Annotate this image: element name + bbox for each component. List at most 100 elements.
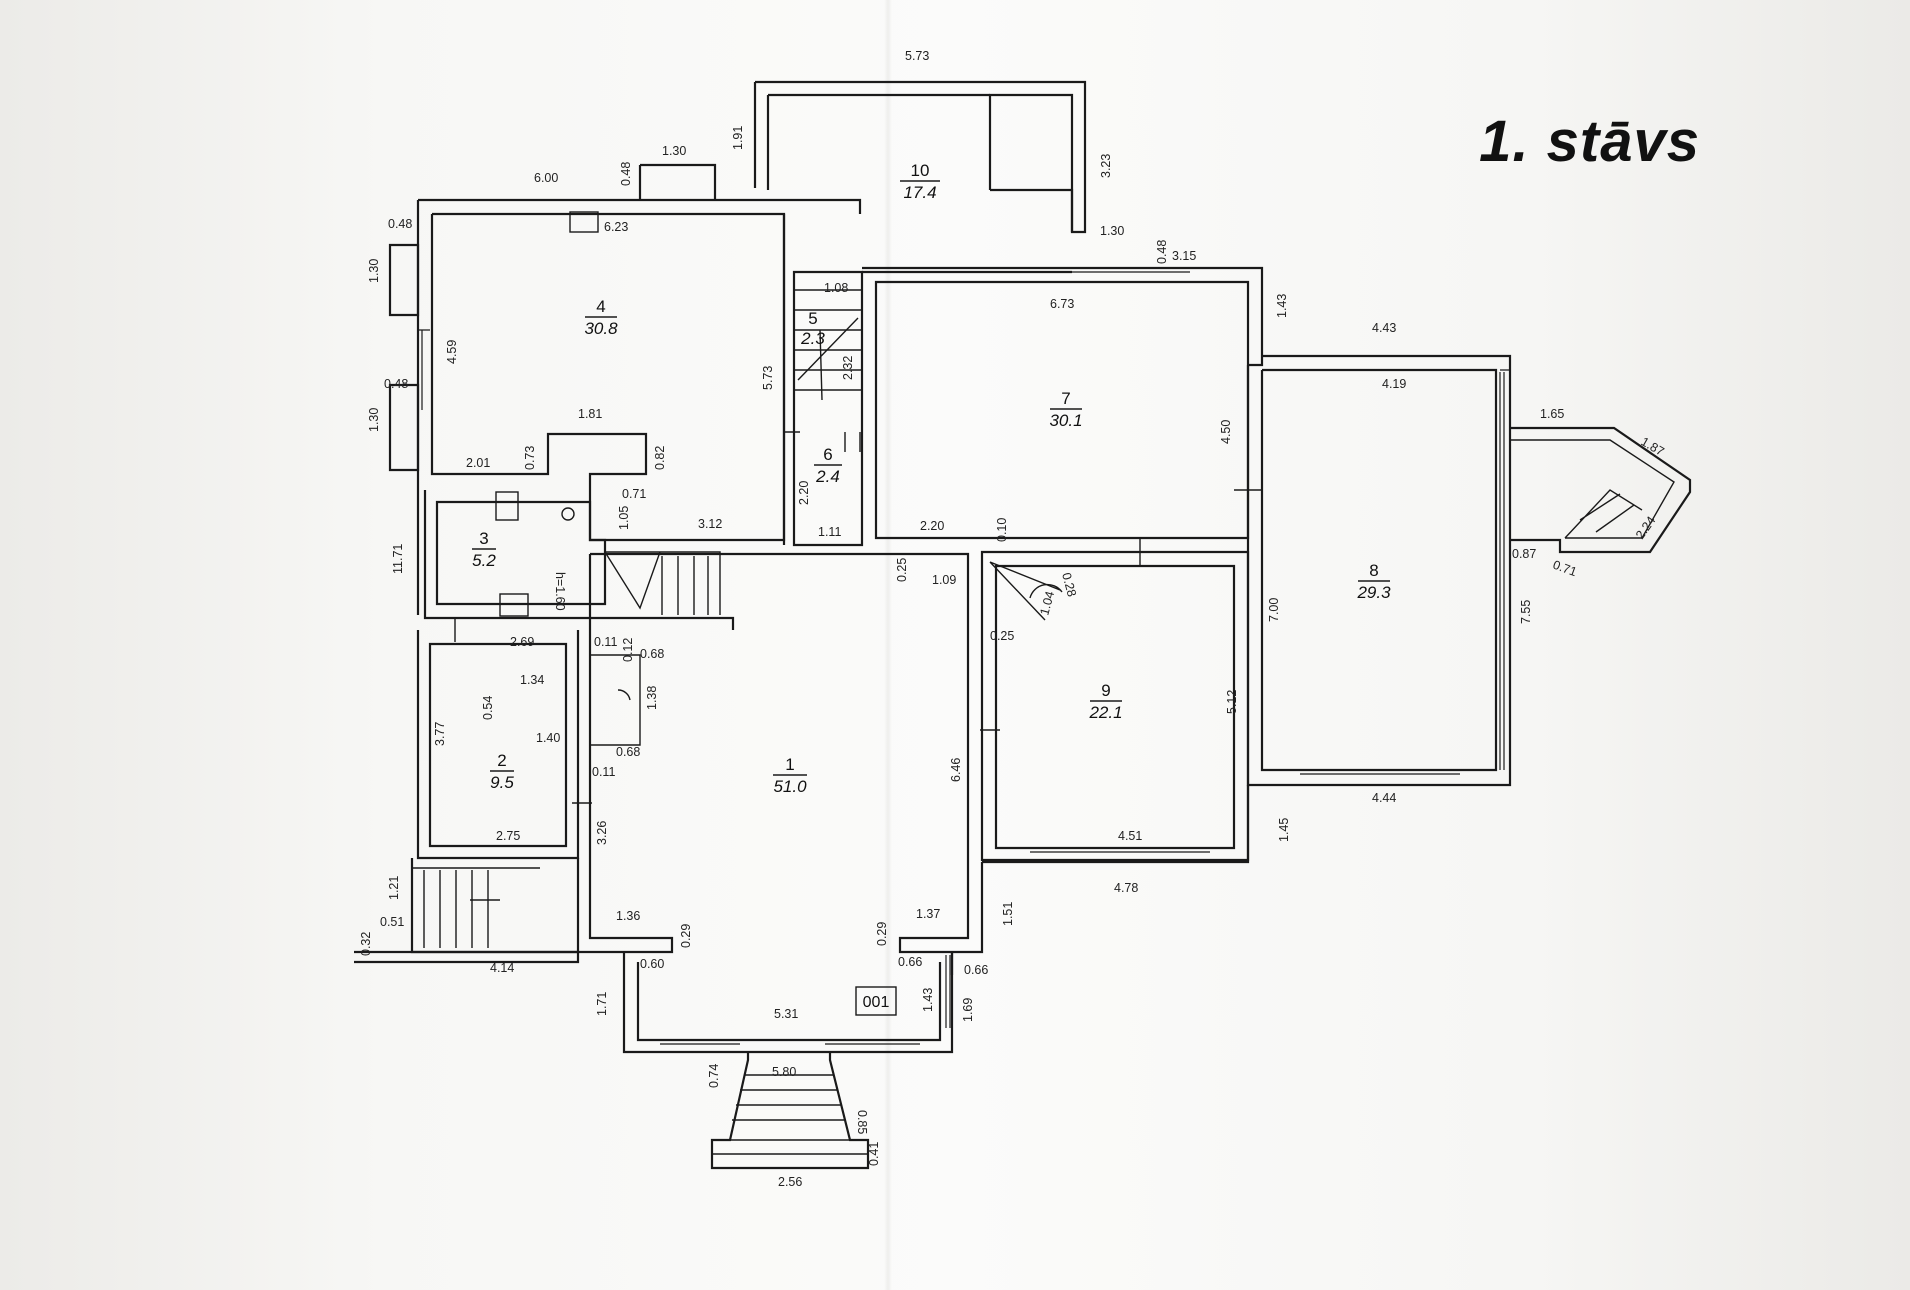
dimension-label: 2.75 [496,829,520,843]
dimension-label: 0.29 [875,922,889,946]
dimension-label: 7.00 [1267,598,1281,622]
dimension-label: 0.71 [1551,558,1579,579]
svg-text:4: 4 [596,297,605,316]
dimension-label: 5.31 [774,1007,798,1021]
dimension-label: 1.71 [595,992,609,1016]
svg-text:17.4: 17.4 [903,183,936,202]
dimension-label: 1.69 [961,998,975,1022]
room-1-label: 1 51.0 [773,755,807,796]
closet [590,654,641,746]
dimension-label: 1.81 [578,407,602,421]
dimension-label: 0.85 [855,1110,869,1134]
room-8-label: 8 29.3 [1356,561,1391,602]
dimension-label: 0.54 [481,696,495,720]
dimension-label: 1.36 [616,909,640,923]
dimension-label: 0.29 [679,924,693,948]
svg-text:5: 5 [808,309,817,328]
door-swing [989,561,1063,621]
dimension-label: 4.59 [445,340,459,364]
dimension-label: 1.30 [662,144,686,158]
dimension-label: 0.11 [592,765,615,779]
dimension-label: 0.68 [640,647,664,661]
dimension-label: 1.09 [932,573,956,587]
room-3-label: 3 5.2 [472,529,496,570]
lower-stair-walls [410,858,580,954]
room-10-label: 10 17.4 [900,161,940,202]
svg-text:30.1: 30.1 [1049,411,1082,430]
dimension-label: 0.48 [619,162,633,186]
room-7-label: 7 30.1 [1049,389,1082,430]
svg-text:2: 2 [497,751,506,770]
dimension-label: 5.73 [761,366,775,390]
dimension-label: 0.82 [653,446,667,470]
entrance-steps [710,1052,870,1170]
dimension-label: 11.71 [391,544,405,574]
dimension-label: 5.80 [772,1065,796,1079]
dimension-label: 3.23 [1099,154,1113,178]
svg-text:1: 1 [785,755,794,774]
dimension-label: 7.55 [1519,600,1533,624]
svg-text:2.4: 2.4 [815,467,840,486]
dimension-label: 2.24 [1633,514,1658,542]
stove-icon [569,211,599,233]
dimension-label: 6.23 [604,220,628,234]
plan-tag: 001 [855,986,897,1016]
dimension-label: 1.65 [1540,407,1564,421]
dimension-label: 0.48 [1155,240,1169,264]
dimension-label: 0.60 [640,957,664,971]
dimension-label: 3.15 [1172,249,1196,263]
svg-text:8: 8 [1369,561,1378,580]
svg-text:22.1: 22.1 [1088,703,1122,722]
dimension-label: 0.66 [964,963,988,977]
svg-text:3: 3 [479,529,488,548]
dimension-label: 1.30 [1100,224,1124,238]
dimension-label: 1.08 [824,281,848,295]
dimension-label: 0.68 [616,745,640,759]
room-10-walls [753,80,1087,234]
svg-text:10: 10 [911,161,930,180]
dimension-label: 1.43 [921,988,935,1012]
dimension-label: 6.73 [1050,297,1074,311]
dimension-label: 1.04 [1037,590,1057,617]
dimension-label: 3.77 [433,722,447,746]
dimension-label: 0.32 [359,932,373,956]
dimension-label: 0.73 [523,446,537,470]
svg-text:9.5: 9.5 [490,773,514,792]
dimension-label: 2.56 [778,1175,802,1189]
sink-icon [561,507,575,521]
room-8-walls [1246,354,1512,787]
svg-text:30.8: 30.8 [584,319,618,338]
svg-text:6: 6 [823,445,832,464]
room-6-label: 6 2.4 [814,445,842,486]
dimension-label: 0.28 [1059,571,1079,598]
dimension-label: 0.41 [867,1142,881,1166]
dimension-label: 0.71 [622,487,646,501]
room-2-walls [416,630,580,860]
svg-text:7: 7 [1061,389,1070,408]
dimension-label: 0.74 [707,1064,721,1088]
side-entrance-walls [1510,426,1692,554]
dimension-label: 1.34 [520,673,544,687]
walls [354,80,1692,1170]
svg-text:29.3: 29.3 [1356,583,1391,602]
dimension-label: 1.51 [1001,902,1015,926]
dimension-label: 4.50 [1219,420,1233,444]
dimension-label: 3.12 [698,517,722,531]
toilet-icon [495,491,519,521]
svg-text:2.3: 2.3 [800,329,825,348]
dimension-label: 5.73 [905,49,929,63]
dimension-label: h=1.60 [553,572,567,611]
room-9-label: 9 22.1 [1088,681,1122,722]
room-3-walls [423,490,735,630]
svg-text:9: 9 [1101,681,1110,700]
dimension-label: 2.32 [841,356,855,380]
dimension-label: 1.91 [731,126,745,150]
dimension-label: 2.01 [466,456,490,470]
shower-icon [499,593,529,617]
svg-text:5.2: 5.2 [472,551,496,570]
room-1-walls [578,552,984,954]
dimension-label: 1.30 [367,259,381,283]
paper-fold-line [884,0,892,1290]
